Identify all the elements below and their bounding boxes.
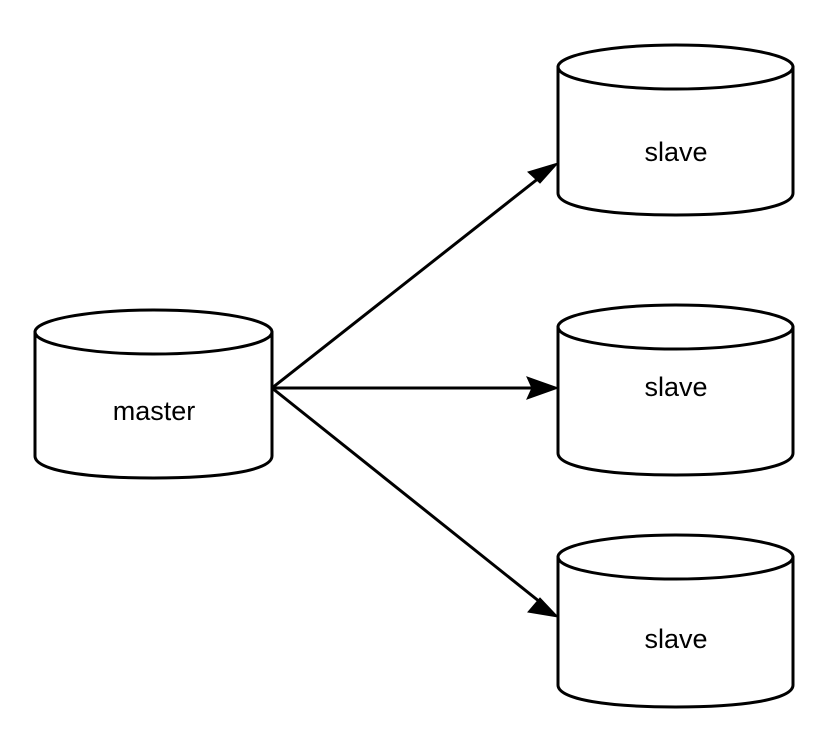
master-cylinder-top-ellipse: [33, 308, 274, 356]
node-slave-1[interactable]: slave: [556, 43, 795, 217]
edge-master-to-slave-2[interactable]: [272, 376, 560, 400]
slave-1-cylinder-top-ellipse: [556, 43, 795, 91]
slave-2-cylinder-body: [556, 325, 795, 477]
node-slave-3[interactable]: slave: [556, 533, 795, 709]
slave-2-node-label: slave: [644, 372, 707, 402]
edge-master-to-slave-1[interactable]: [271, 162, 560, 390]
edge-line-master-to-slave-3: [271, 386, 546, 608]
slave-1-node-label: slave: [644, 137, 707, 167]
slave-2-cylinder-top-ellipse: [556, 303, 795, 351]
master-node-label: master: [113, 396, 196, 426]
master-cylinder-body: [33, 330, 274, 480]
arrowhead-icon-slave-1: [527, 162, 560, 184]
slave-1-cylinder-body: [556, 65, 795, 217]
arrowhead-icon-slave-3: [527, 597, 560, 618]
node-slave-2[interactable]: slave: [556, 303, 795, 477]
edge-master-to-slave-3[interactable]: [271, 386, 560, 618]
edge-line-master-to-slave-1: [271, 172, 545, 390]
slave-3-cylinder-body: [556, 555, 795, 709]
slave-3-node-label: slave: [644, 624, 707, 654]
node-master[interactable]: master: [33, 308, 274, 480]
slave-3-cylinder-top-ellipse: [556, 533, 795, 581]
arrowhead-icon-slave-2: [526, 376, 560, 400]
